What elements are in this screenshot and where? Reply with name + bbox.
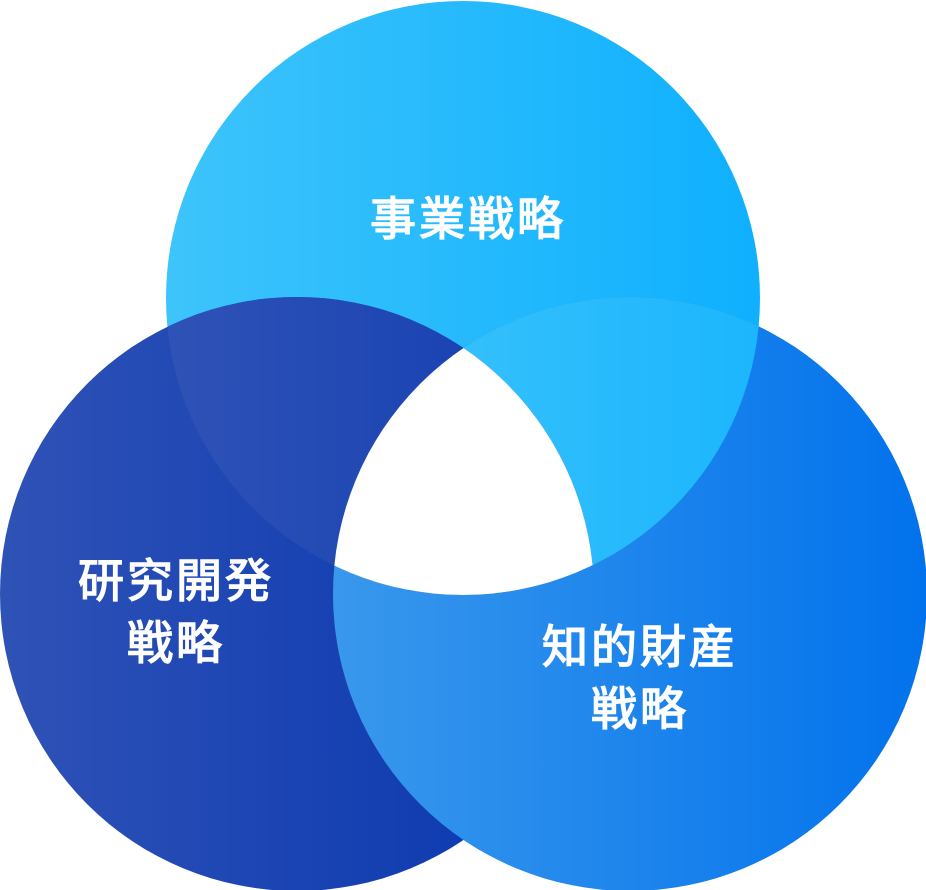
rnd-strategy-label-line-2: 戦略 xyxy=(127,616,225,670)
ip-strategy-label: 知的財産 戦略 xyxy=(440,616,840,740)
rnd-strategy-label-line-1: 研究開発 xyxy=(78,554,274,608)
ip-strategy-label-line-2: 戦略 xyxy=(591,682,689,736)
ip-strategy-label-line-1: 知的財産 xyxy=(542,620,738,674)
center-overlap-region xyxy=(333,297,594,595)
business-strategy-label-line-1: 事業戦略 xyxy=(370,192,566,246)
business-strategy-label: 事業戦略 xyxy=(268,188,668,250)
rnd-strategy-label: 研究開発 戦略 xyxy=(0,550,352,674)
